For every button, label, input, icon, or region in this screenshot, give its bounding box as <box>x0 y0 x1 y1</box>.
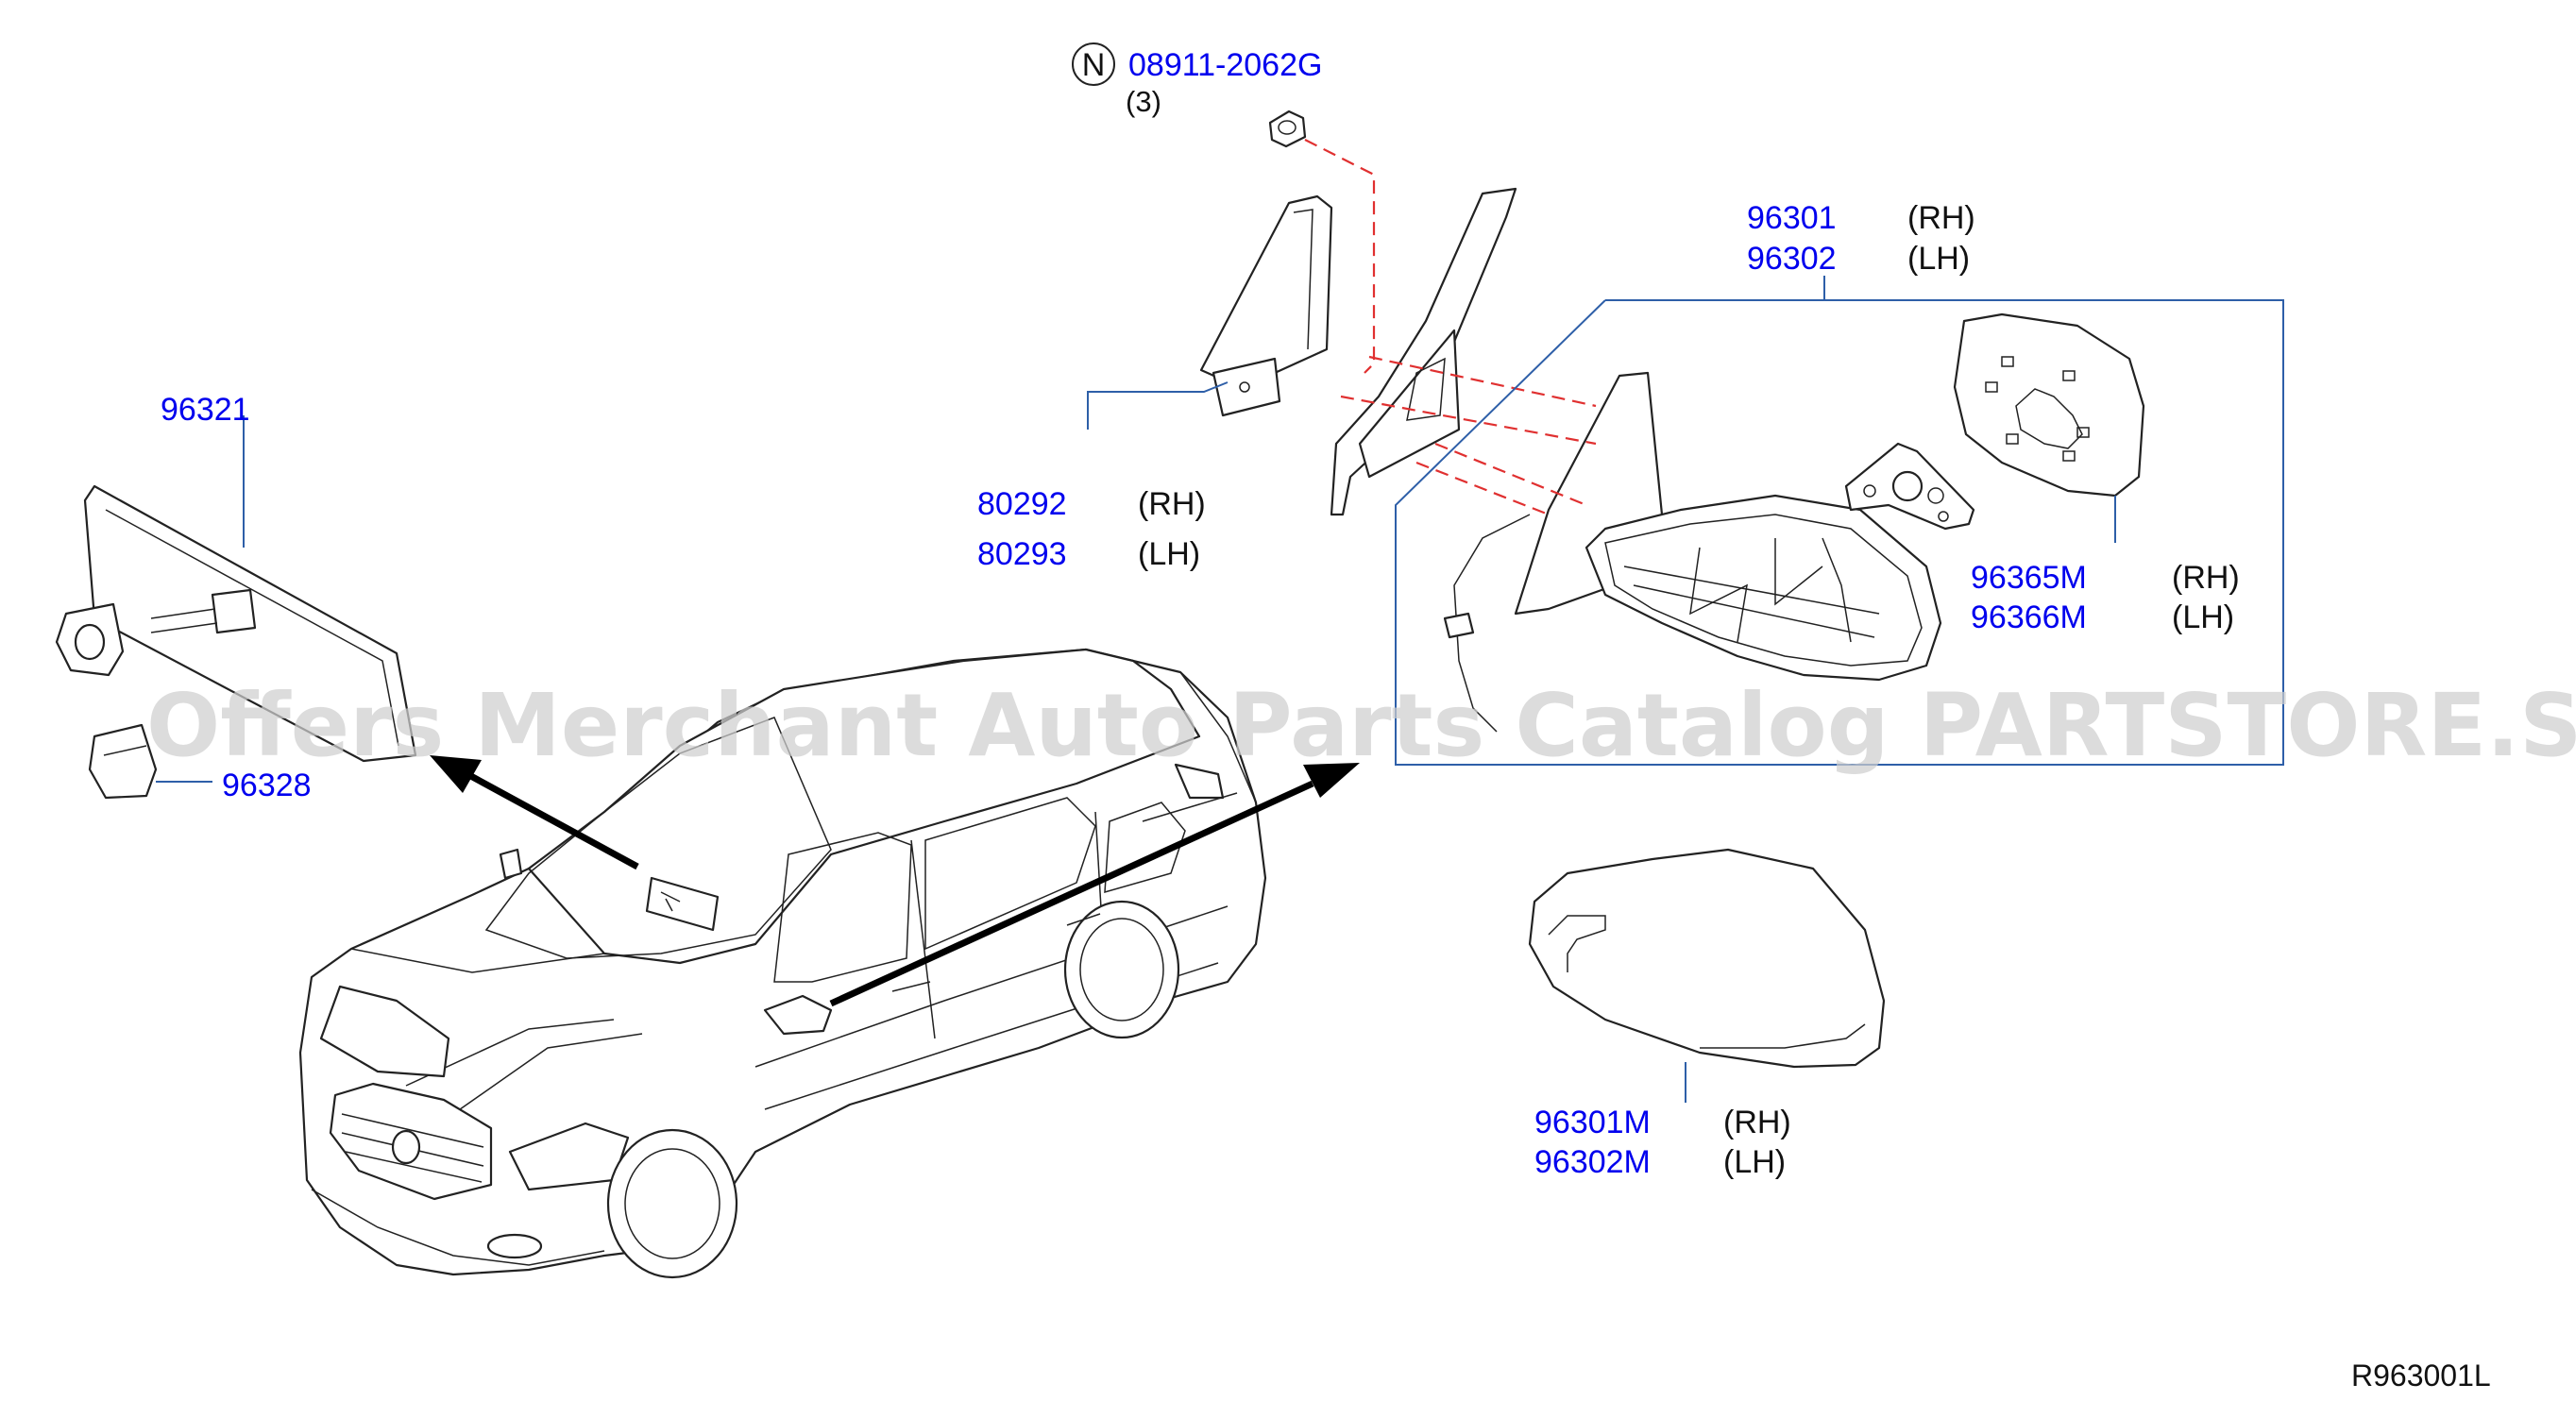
part-80293[interactable]: 80293 <box>977 536 1067 572</box>
inner-rearview-mirror-illustration <box>55 484 417 800</box>
side-rh-96365M: (RH) <box>2172 560 2240 596</box>
nut-callout[interactable]: N 08911-2062G (3) <box>1072 42 1322 118</box>
corner-finisher-illustration <box>1199 194 1333 417</box>
side-rh-96301: (RH) <box>1907 200 1975 236</box>
part-96366M[interactable]: 96366M <box>1971 599 2087 635</box>
side-lh-96302: (LH) <box>1907 241 1970 277</box>
n-badge-circle <box>1072 42 1115 86</box>
mirror-cover-illustration <box>1528 848 1886 1069</box>
side-lh-96366M: (LH) <box>2172 599 2234 635</box>
n-badge: N <box>1082 47 1106 83</box>
side-lh-96302M: (LH) <box>1723 1144 1786 1180</box>
part-96321[interactable]: 96321 <box>161 392 250 428</box>
side-rh-80292: (RH) <box>1138 486 1206 522</box>
part-96328[interactable]: 96328 <box>222 768 312 803</box>
assembly-guide-lines <box>1304 139 1597 516</box>
part-96365M[interactable]: 96365M <box>1971 560 2087 596</box>
part-08911-2062G[interactable]: 08911-2062G <box>1128 47 1322 83</box>
sedan-illustration <box>298 648 1267 1279</box>
watermark: Offers Merchant Auto Parts Catalog PARTS… <box>146 675 2576 776</box>
mirror-glass-illustration <box>1953 312 2145 498</box>
part-96302[interactable]: 96302 <box>1747 241 1837 277</box>
part-96302M[interactable]: 96302M <box>1534 1144 1651 1180</box>
part-96301M[interactable]: 96301M <box>1534 1105 1651 1140</box>
part-96301[interactable]: 96301 <box>1747 200 1837 236</box>
leader-lines <box>156 276 2284 1103</box>
side-rh-96301M: (RH) <box>1723 1105 1791 1140</box>
part-80292[interactable]: 80292 <box>977 486 1067 522</box>
side-lh-80293: (LH) <box>1138 536 1200 572</box>
door-mirror-assembly-illustration <box>1443 371 1942 733</box>
callout-arrows <box>430 755 1360 1007</box>
diagram-code: R963001L <box>2351 1359 2491 1393</box>
nut-illustration <box>1268 110 1307 148</box>
mirror-assembly-group-box <box>1395 299 2284 766</box>
door-sash-illustration <box>1330 187 1517 516</box>
nut-quantity: (3) <box>1126 85 1161 118</box>
mirror-actuator-illustration <box>1844 442 1975 531</box>
